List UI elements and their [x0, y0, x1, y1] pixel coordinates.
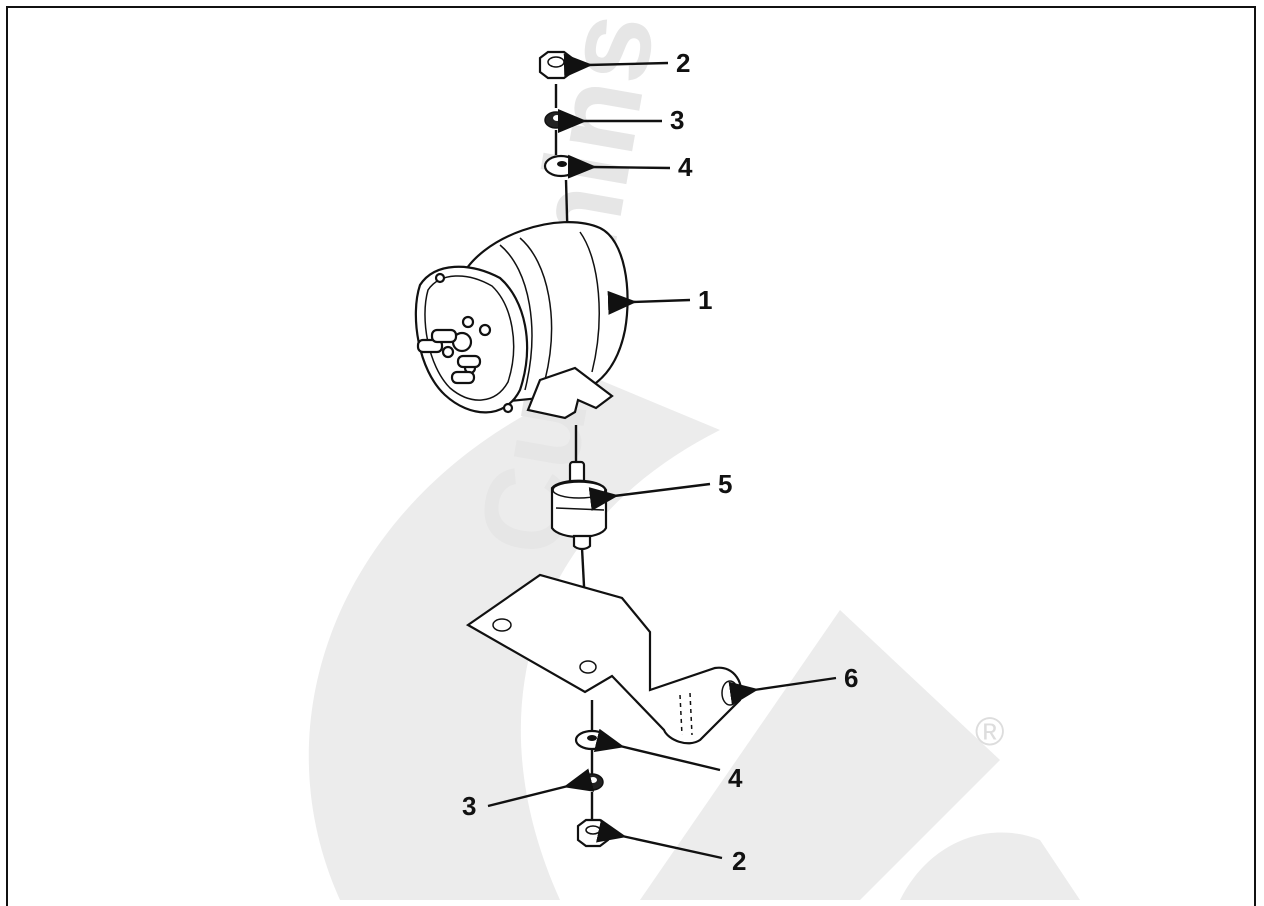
leader-isolator	[588, 482, 711, 511]
top-nut	[538, 50, 574, 80]
callout-nut-top: 2	[676, 48, 690, 78]
callout-lockwasher-top: 3	[670, 105, 684, 135]
registered-mark: ®	[975, 710, 1004, 754]
solenoid	[414, 221, 629, 420]
callout-nut-bottom: 2	[732, 846, 746, 876]
callout-bracket: 6	[844, 663, 858, 693]
leader-nut-top	[563, 53, 669, 78]
top-lockwasher	[544, 111, 568, 129]
leader-solenoid	[607, 290, 691, 315]
top-washer	[543, 154, 579, 178]
bottom-nut	[576, 818, 610, 848]
leader-washer-bottom	[593, 728, 721, 772]
leader-lockwasher-bottom	[487, 768, 595, 808]
callouts: 2 3 4 1 5 6 4 3 2	[462, 48, 858, 876]
leader-nut-bottom	[595, 819, 723, 860]
bottom-lockwasher	[580, 773, 604, 791]
callout-washer-bottom: 4	[728, 763, 743, 793]
leader-lines	[487, 53, 837, 860]
callout-washer-top: 4	[678, 152, 693, 182]
watermark: Cummins ®	[308, 3, 1080, 900]
callout-isolator: 5	[718, 469, 732, 499]
bottom-washer	[574, 729, 610, 751]
leader-bracket	[728, 676, 837, 706]
callout-lockwasher-bottom: 3	[462, 791, 476, 821]
callout-solenoid: 1	[698, 285, 712, 315]
leader-washer-top	[567, 154, 671, 179]
